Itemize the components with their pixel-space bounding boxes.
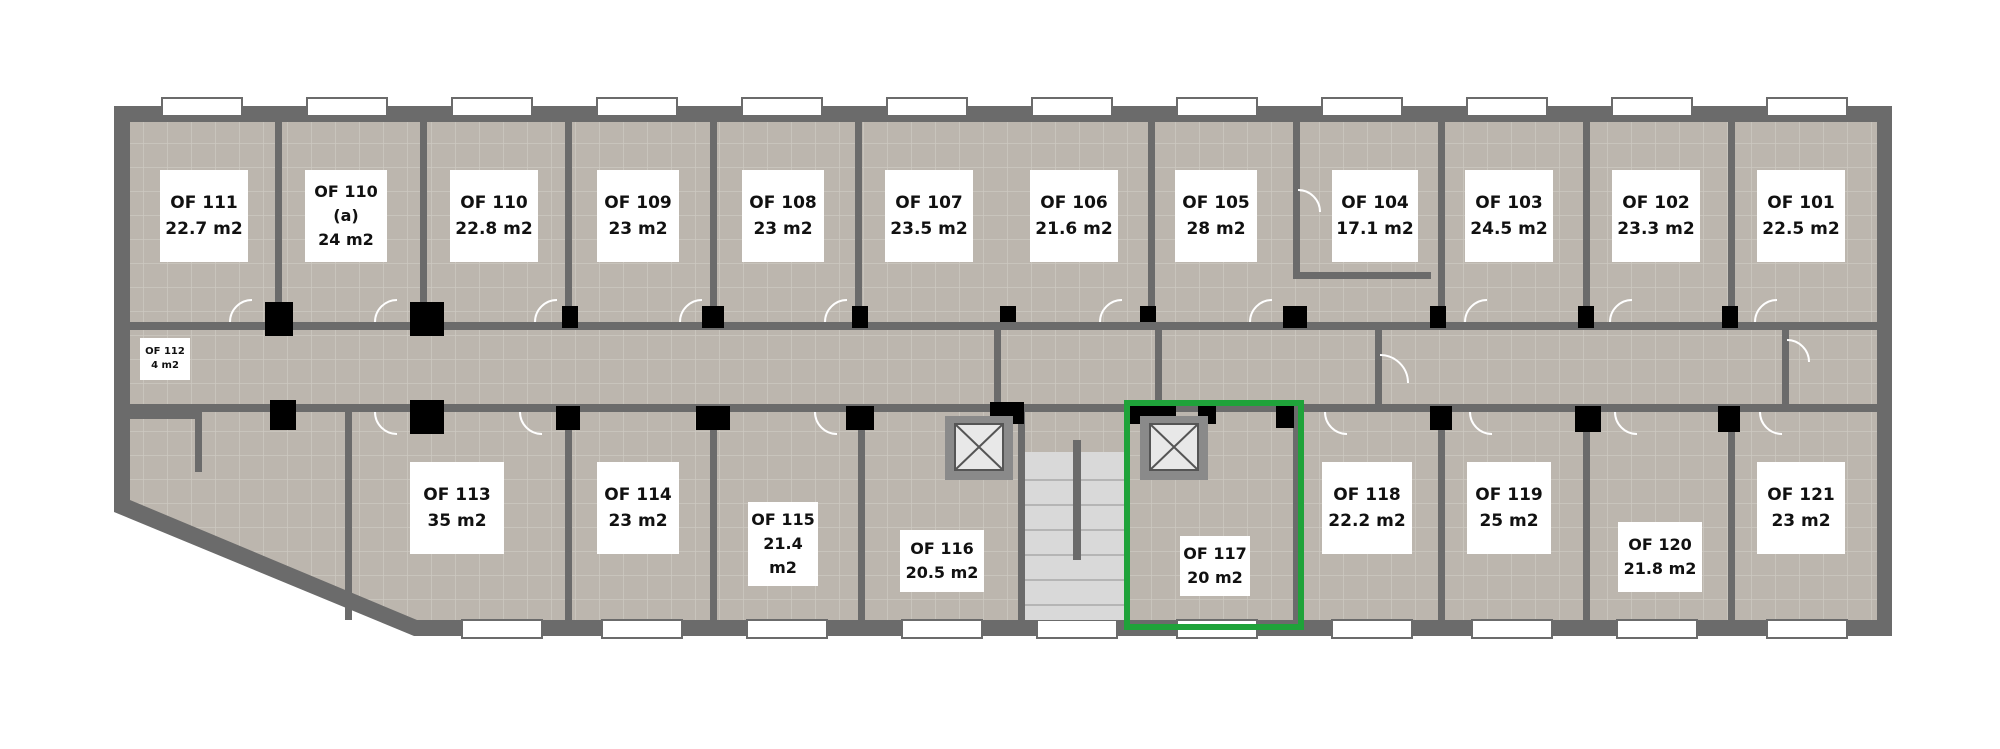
highlight-of-117 [1124,400,1304,630]
columns [265,302,1740,434]
room-label-of-110a[interactable]: OF 110(a)24 m2 [305,170,387,262]
door-swings [229,189,1810,435]
windows-bottom [461,619,1848,639]
elevator-shafts [945,416,1208,480]
windows-top [161,97,1848,117]
staircase [1025,440,1129,620]
